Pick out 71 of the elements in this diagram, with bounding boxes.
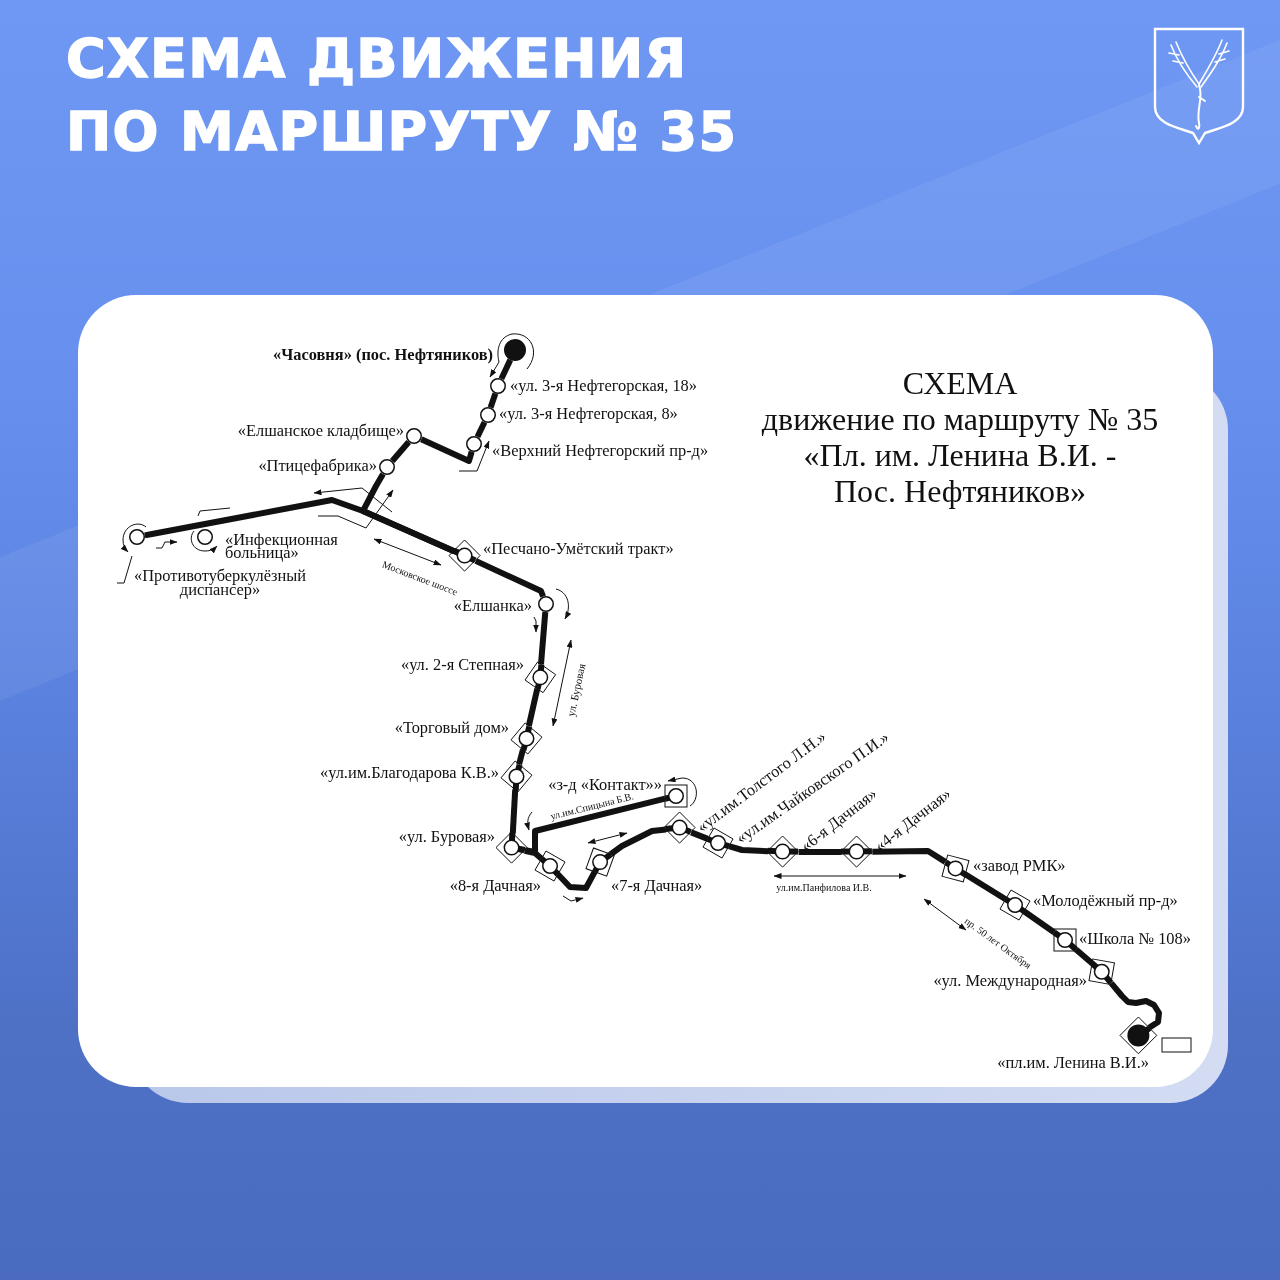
route-line <box>390 440 411 463</box>
route-line <box>498 358 513 381</box>
stop-marker <box>523 660 557 694</box>
route-line <box>524 847 544 861</box>
stop-name: «Часовня» (пос. Нефтяников) <box>273 346 493 364</box>
route-line <box>872 848 947 865</box>
route-line <box>1022 908 1056 935</box>
route-line <box>538 611 549 665</box>
stop-marker <box>465 435 483 453</box>
route-line <box>420 436 475 464</box>
route-line <box>1074 947 1095 966</box>
stop-marker <box>533 849 566 882</box>
stop-marker <box>1053 928 1077 952</box>
stop-marker <box>998 888 1031 921</box>
stop-marker <box>378 458 396 476</box>
stop-marker <box>405 427 423 445</box>
stop-name: «Молодёжный пр-д» <box>1033 892 1178 910</box>
stop-marker <box>128 528 146 546</box>
stop-name: «ул. Международная» <box>933 972 1087 990</box>
street-name: ул. Буровая <box>564 662 588 718</box>
stop-name: «Верхний Нефтегорский пр-д» <box>492 442 709 460</box>
stop-marker <box>495 831 529 865</box>
route-line <box>487 392 499 409</box>
stop-marker <box>940 853 970 883</box>
stop-marker <box>537 595 555 613</box>
stop-marker <box>448 539 482 573</box>
terminal-stop-marker <box>1118 1015 1158 1055</box>
stop-marker <box>1088 958 1116 986</box>
stop-name: «Елшанское кладбище» <box>237 422 404 440</box>
stop-name: «Елшанка» <box>453 597 532 615</box>
stop-marker <box>663 811 697 845</box>
route-line <box>144 497 456 554</box>
route-line <box>516 749 526 765</box>
route-line <box>1108 981 1162 1031</box>
stop-name: «Птицефабрика» <box>258 457 377 475</box>
stop-name: «пл.им. Ленина В.И.» <box>997 1054 1149 1072</box>
stop-marker <box>664 784 688 808</box>
route-line <box>798 849 842 855</box>
stop-name: «ул.им.Благодарова К.В.» <box>319 764 499 782</box>
stop-marker <box>584 846 616 878</box>
route-line <box>509 789 519 834</box>
stop-name: «ул. Буровая» <box>398 828 495 846</box>
stop-name: «7-я Дачная» <box>611 877 703 895</box>
route-line <box>690 829 709 842</box>
route-line <box>728 843 769 855</box>
route-line <box>608 826 667 857</box>
route-line <box>963 871 1008 902</box>
stop-marker <box>509 721 543 755</box>
terminal-stop-marker <box>503 338 527 362</box>
stop-name: «Торговый дом» <box>394 719 509 737</box>
stop-name: «Противотуберкулёзный диспансер» <box>133 569 307 597</box>
route-line <box>474 420 488 439</box>
route-line <box>525 687 541 727</box>
stop-marker <box>499 759 533 793</box>
stop-name: «ул. 2-я Степная» <box>400 656 524 674</box>
stop-marker <box>196 528 214 546</box>
stop-name: «завод РМК» <box>973 857 1066 875</box>
street-name: ул.им.Панфилова И.В. <box>776 881 872 893</box>
map-subtitle: движение по маршруту № 35 «Пл. им. Ленина В.И. - Пос. Нефтяников» <box>760 401 1160 509</box>
stop-name: «з-д «Контакт»» <box>548 776 662 794</box>
stop-name: «Школа № 108» <box>1079 930 1191 948</box>
map-heading: СХЕМА <box>901 365 1019 401</box>
stop-name: «8-я Дачная» <box>449 877 541 895</box>
stop-marker <box>489 377 507 395</box>
page-title: СХЕМА ДВИЖЕНИЯ ПО МАРШРУТУ № 35 <box>66 26 739 165</box>
stop-name: «ул. 3-я Нефтегорская, 8» <box>499 405 678 423</box>
stop-marker <box>479 406 497 424</box>
route-line <box>555 870 598 891</box>
route-line <box>474 558 546 598</box>
stop-name: «Песчано-Умётский тракт» <box>483 540 674 558</box>
stop-name: «ул. 3-я Нефтегорская, 18» <box>510 377 697 395</box>
